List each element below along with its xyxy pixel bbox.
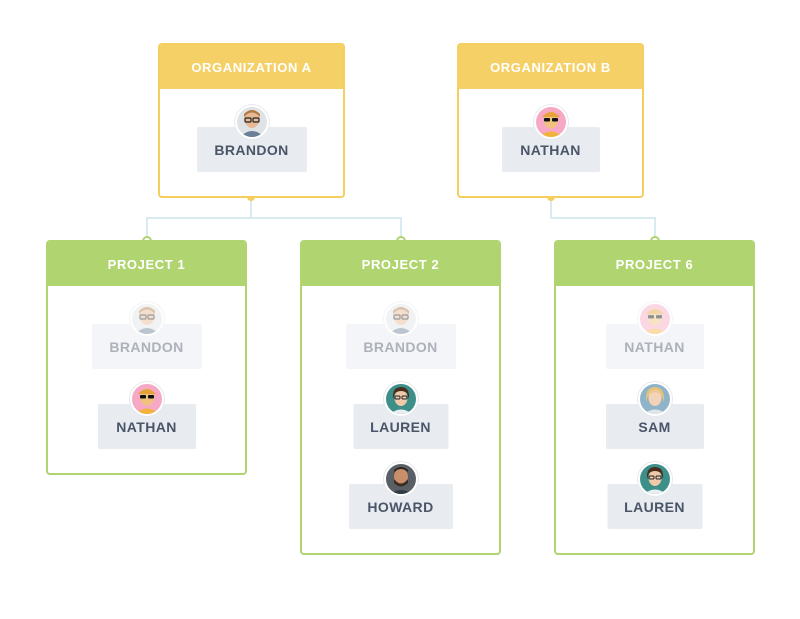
organization-card[interactable]: ORGANIZATION B NATHAN [457,43,644,198]
nathan-avatar [637,302,672,336]
brandon-avatar [234,105,269,139]
organization-title: ORGANIZATION B [459,45,642,89]
member[interactable]: BRANDON [48,302,245,369]
brandon-avatar [383,302,418,336]
project-title: PROJECT 1 [48,242,245,286]
brandon-avatar [129,302,164,336]
member[interactable]: BRANDON [160,105,343,172]
sam-avatar [637,382,672,416]
project-title: PROJECT 6 [556,242,753,286]
project-title: PROJECT 2 [302,242,499,286]
member[interactable]: LAUREN [302,382,499,449]
member[interactable]: LAUREN [556,462,753,529]
project-card[interactable]: PROJECT 1 BRANDON NATHAN [46,240,247,475]
nathan-avatar [533,105,568,139]
member[interactable]: SAM [556,382,753,449]
member[interactable]: NATHAN [48,382,245,449]
project-card[interactable]: PROJECT 6 NATHAN SAM LAUREN [554,240,755,555]
member[interactable]: HOWARD [302,462,499,529]
organization-title: ORGANIZATION A [160,45,343,89]
nathan-avatar [129,382,164,416]
project-card[interactable]: PROJECT 2 BRANDON LAUREN HOWARD [300,240,501,555]
member[interactable]: NATHAN [556,302,753,369]
lauren-avatar [637,462,672,496]
member[interactable]: BRANDON [302,302,499,369]
lauren-avatar [383,382,418,416]
howard-avatar [383,462,418,496]
member-name: BRANDON [196,127,307,172]
member[interactable]: NATHAN [459,105,642,172]
organization-card[interactable]: ORGANIZATION A BRANDON [158,43,345,198]
